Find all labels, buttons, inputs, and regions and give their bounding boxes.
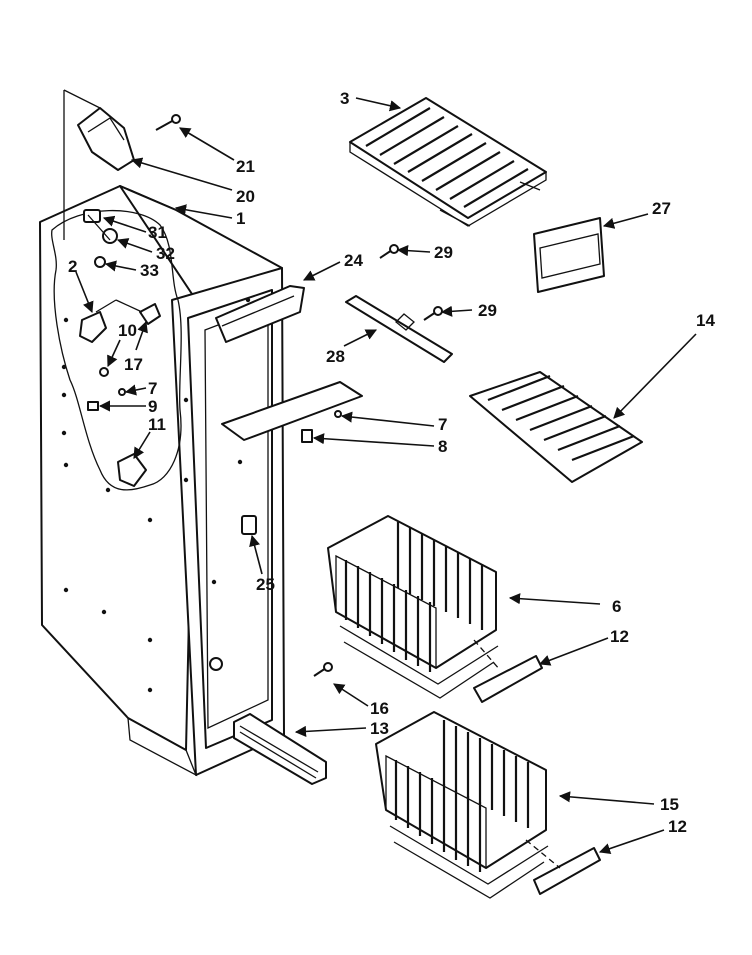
- callout-17: 17: [124, 355, 143, 374]
- callout-7-right: 7: [438, 415, 447, 434]
- callout-1: 1: [236, 209, 245, 228]
- top-shelf: [349, 97, 547, 227]
- callout-21: 21: [236, 157, 255, 176]
- callout-6: 6: [612, 597, 621, 616]
- callout-28: 28: [326, 347, 345, 366]
- light-switch-assembly: [79, 209, 161, 487]
- callout-24: 24: [344, 251, 363, 270]
- callout-20: 20: [236, 187, 255, 206]
- shelf-support: [345, 295, 453, 363]
- callout-16: 16: [370, 699, 389, 718]
- callout-labels: 3 21 20 1 31 32 33 2 10 17 7 9 11 24 29 …: [68, 89, 715, 836]
- callout-32: 32: [156, 244, 175, 263]
- shield-screw: [155, 114, 181, 131]
- callout-29-bottom: 29: [478, 301, 497, 320]
- leader-lines: [75, 97, 697, 869]
- callout-8: 8: [438, 437, 447, 456]
- callout-31: 31: [148, 223, 167, 242]
- bottom-grille: [233, 713, 327, 785]
- callout-11: 11: [148, 415, 166, 434]
- callout-3: 3: [340, 89, 349, 108]
- light-socket-panel: [221, 381, 363, 443]
- freezer-liner: [39, 185, 285, 777]
- callout-29-top: 29: [434, 243, 453, 262]
- air-diffuser: [215, 285, 305, 343]
- grille-screw: [313, 662, 333, 677]
- callout-10: 10: [118, 321, 137, 340]
- shelf-front-cover: [533, 217, 605, 293]
- upper-basket-front: [473, 655, 543, 703]
- door-switch: [241, 515, 257, 535]
- wire-shelf: [469, 371, 643, 483]
- callout-12-lower: 12: [668, 817, 687, 836]
- upper-basket: [327, 515, 499, 699]
- callout-27: 27: [652, 199, 671, 218]
- callout-9: 9: [148, 397, 157, 416]
- liner-holes: [61, 297, 251, 693]
- callout-2: 2: [68, 257, 77, 276]
- callout-12-upper: 12: [610, 627, 629, 646]
- support-screws: [379, 244, 443, 321]
- callout-15: 15: [660, 795, 679, 814]
- lower-basket-front: [533, 847, 601, 895]
- callout-14: 14: [696, 311, 715, 330]
- callout-7-left: 7: [148, 379, 157, 398]
- lower-basket: [375, 711, 549, 899]
- callout-13: 13: [370, 719, 389, 738]
- callout-25: 25: [256, 575, 275, 594]
- callout-33: 33: [140, 261, 159, 280]
